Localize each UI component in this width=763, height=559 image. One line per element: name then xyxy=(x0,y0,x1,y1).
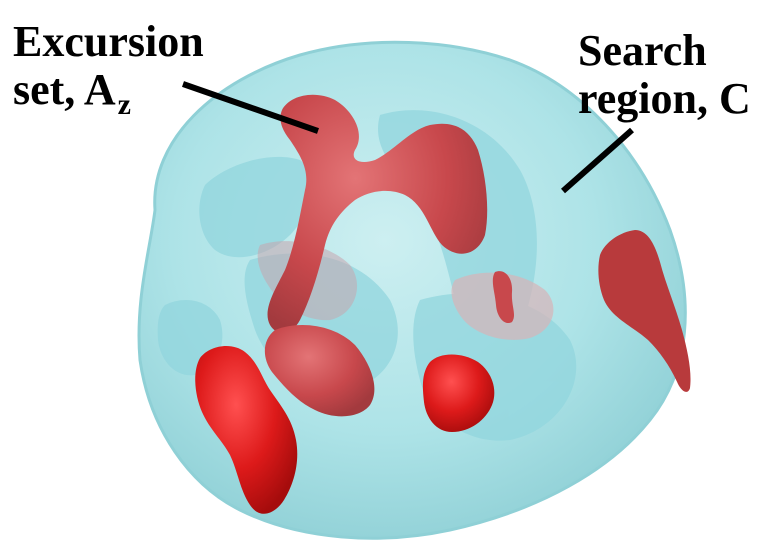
excursion-label-line1: Excursion xyxy=(13,18,204,66)
excursion-set-label: Excursion set, Az xyxy=(13,18,204,129)
search-region-label: Search region, C xyxy=(578,27,751,123)
excursion-label-line2: set, Az xyxy=(13,66,204,129)
search-label-line2: region, C xyxy=(578,75,751,123)
excursion-subscript: z xyxy=(118,88,131,121)
search-label-line1: Search xyxy=(578,27,751,75)
